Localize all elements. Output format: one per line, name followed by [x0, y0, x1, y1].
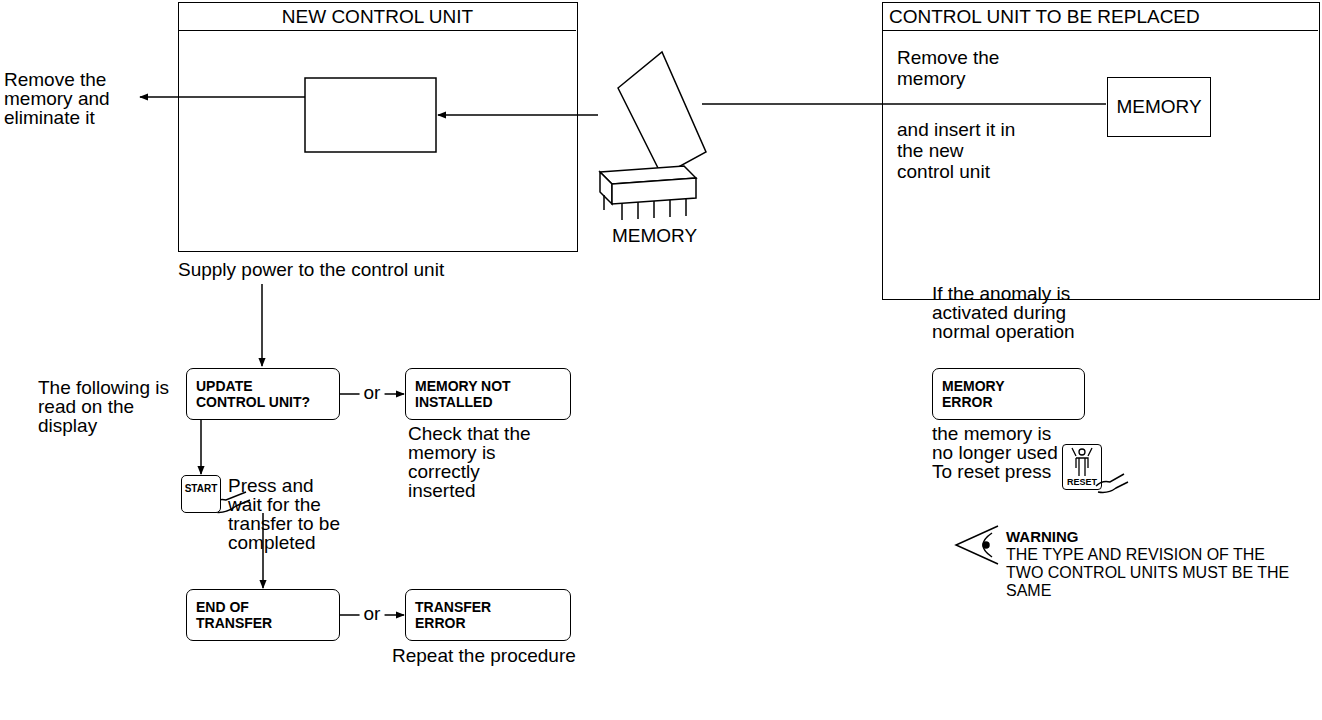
instruction-note: Repeat the procedure [392, 646, 652, 665]
node-title: MEMORY ERROR [942, 378, 1047, 410]
display-box: END OF TRANSFER [186, 589, 340, 641]
start-button: START [181, 475, 221, 513]
chip-label: MEMORY [612, 226, 722, 245]
remove-line [702, 103, 1106, 105]
warning-eye [956, 526, 998, 564]
power-arrow [261, 284, 263, 366]
memory-chip [600, 52, 706, 220]
instruction-note: Check that the memory is correctly inser… [408, 424, 543, 500]
warning-heading: WARNING [1006, 528, 1206, 545]
edge-label: or [360, 383, 385, 403]
node-title: NEW CONTROL UNIT [179, 3, 576, 31]
eliminate-arrow [140, 96, 305, 98]
node-title: MEMORY [1116, 96, 1201, 118]
instruction-note: The following is read on the display [38, 378, 173, 435]
instruction-note: the memory is no longer used To reset pr… [932, 424, 1060, 481]
control-unit-box: NEW CONTROL UNIT [178, 2, 578, 252]
node-title: MEMORY NOT INSTALLED [415, 378, 533, 410]
node-title: END OF TRANSFER [196, 599, 314, 631]
instruction-note: Supply power to the control unit [178, 260, 598, 279]
node-text: Remove the memory [897, 47, 1027, 89]
flow-arrow [200, 420, 202, 474]
control-unit-box: CONTROL UNIT TO BE REPLACED Remove the me… [882, 2, 1320, 300]
insert-arrow [438, 114, 598, 116]
instruction-note: If the anomaly is activated during norma… [932, 284, 1107, 341]
instruction-note: Remove the memory and eliminate it [4, 70, 129, 127]
reset-button: RESET [1062, 444, 1102, 490]
node-title: START [182, 483, 220, 494]
instruction-note: Press and wait for the transfer to be co… [228, 476, 343, 552]
warning-text: THE TYPE AND REVISION OF THE TWO CONTROL… [1006, 546, 1306, 600]
node-title: UPDATE CONTROL UNIT? [196, 378, 314, 410]
display-box: MEMORY ERROR [932, 368, 1085, 420]
node-text: and insert it in the new control unit [897, 119, 1022, 182]
node-title: CONTROL UNIT TO BE REPLACED [883, 3, 1318, 31]
memory-socket [305, 78, 436, 152]
display-box: UPDATE CONTROL UNIT? [186, 368, 340, 420]
pressing-finger [1096, 474, 1128, 493]
display-box: MEMORY NOT INSTALLED [405, 368, 571, 420]
edge-label: or [360, 604, 385, 624]
reset-person-icon [1072, 448, 1092, 476]
node-title: TRANSFER ERROR [415, 599, 533, 631]
memory-box: MEMORY [1107, 77, 1211, 137]
node-title: RESET [1067, 477, 1097, 487]
display-box: TRANSFER ERROR [405, 589, 571, 641]
